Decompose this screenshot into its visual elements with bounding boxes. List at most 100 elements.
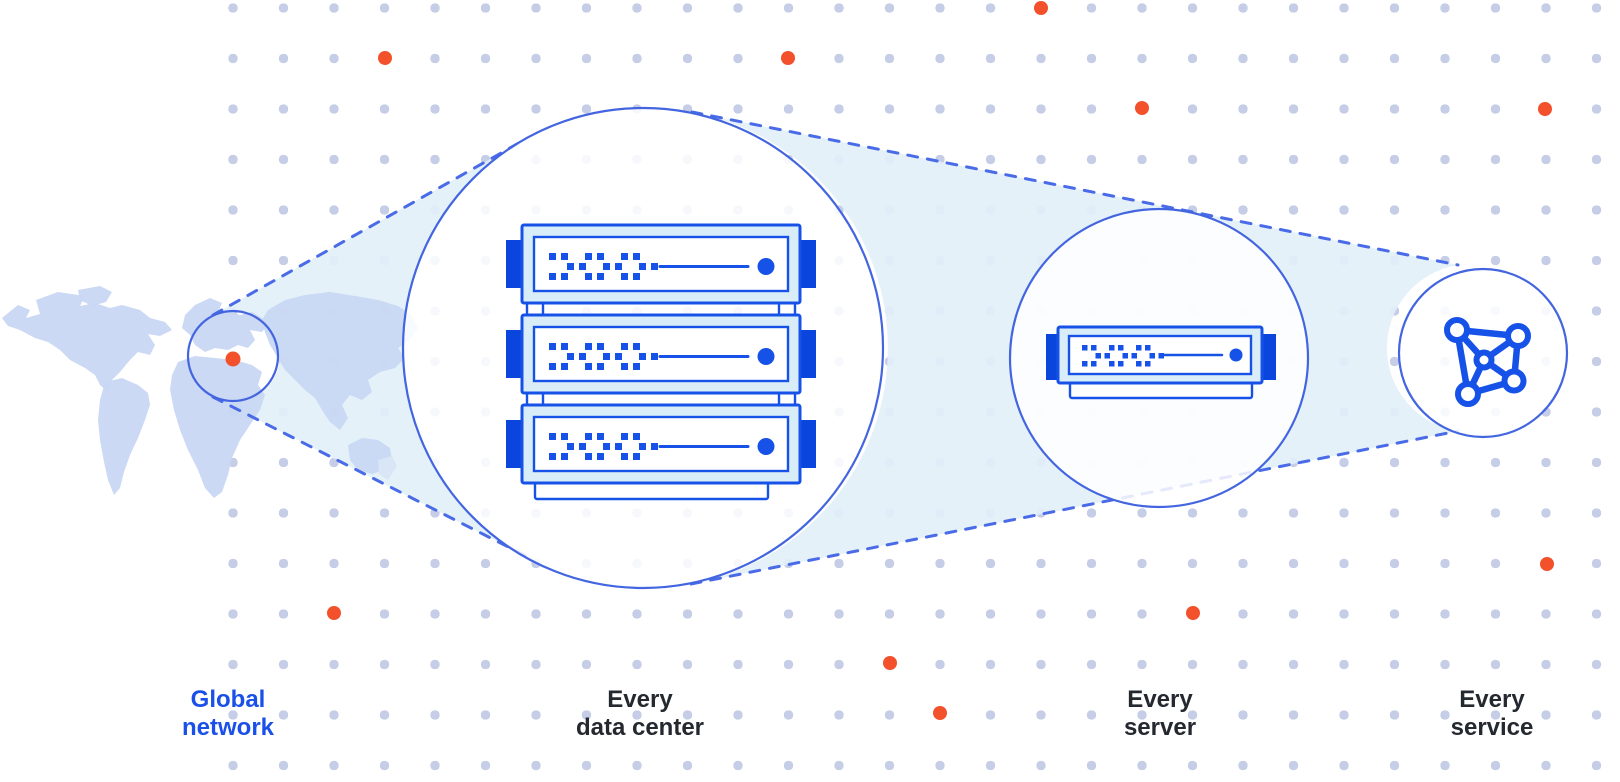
matrix-pixel <box>621 273 628 280</box>
matrix-pixel <box>567 443 574 450</box>
matrix-pixel <box>1149 353 1155 359</box>
orange-dot <box>883 656 897 670</box>
matrix-pixel <box>585 453 592 460</box>
caption-line: Every <box>1127 686 1193 713</box>
global-network-circle <box>186 309 280 403</box>
matrix-pixel <box>1091 345 1097 351</box>
matrix-pixel <box>561 273 568 280</box>
matrix-pixel <box>633 363 640 370</box>
matrix-pixel <box>633 273 640 280</box>
matrix-pixel <box>1158 353 1164 359</box>
world-map-icon <box>2 286 418 498</box>
matrix-pixel <box>561 433 568 440</box>
matrix-pixel <box>615 443 622 450</box>
orange-accent-dots <box>327 1 1554 720</box>
caption-line: Global <box>190 686 266 713</box>
matrix-pixel <box>651 443 658 450</box>
matrix-pixel <box>1095 353 1101 359</box>
server-icon <box>1046 325 1276 400</box>
matrix-pixel <box>633 453 640 460</box>
caption-line: network <box>181 714 275 741</box>
matrix-pixel <box>1109 345 1115 351</box>
matrix-pixel <box>1145 361 1151 367</box>
matrix-pixel <box>561 363 568 370</box>
matrix-pixel <box>1122 353 1128 359</box>
caption-line: Every <box>1459 686 1525 713</box>
matrix-pixel <box>567 353 574 360</box>
matrix-pixel <box>579 263 586 270</box>
matrix-pixel <box>1136 345 1142 351</box>
matrix-pixel <box>1145 345 1151 351</box>
matrix-pixel <box>597 433 604 440</box>
orange-dot <box>1186 606 1200 620</box>
matrix-pixel <box>639 443 646 450</box>
matrix-pixel <box>1109 361 1115 367</box>
location-dot-icon <box>225 351 241 367</box>
orange-dot <box>327 606 341 620</box>
orange-dot <box>781 51 795 65</box>
matrix-pixel <box>579 353 586 360</box>
matrix-pixel <box>1082 345 1088 351</box>
dashed-connector-lines <box>211 110 1460 586</box>
orange-dot <box>1034 1 1048 15</box>
matrix-pixel <box>1118 345 1124 351</box>
caption-line: service <box>1450 714 1534 741</box>
caption-every-server: Every server <box>1124 686 1196 742</box>
matrix-pixel <box>639 353 646 360</box>
matrix-pixel <box>603 263 610 270</box>
network-mesh-icon <box>1444 317 1531 407</box>
matrix-pixel <box>621 363 628 370</box>
matrix-pixel <box>561 343 568 350</box>
matrix-pixel <box>621 253 628 260</box>
matrix-pixel <box>615 263 622 270</box>
matrix-pixel <box>621 433 628 440</box>
matrix-pixel <box>549 453 556 460</box>
matrix-pixel <box>1118 361 1124 367</box>
matrix-pixel <box>597 363 604 370</box>
caption-line: Every <box>607 686 673 713</box>
matrix-pixel <box>585 343 592 350</box>
server-unit <box>506 313 816 395</box>
caption-line: data center <box>575 714 705 741</box>
matrix-pixel <box>651 263 658 270</box>
matrix-pixel <box>597 343 604 350</box>
caption-global-network: Global network <box>182 686 274 742</box>
matrix-pixel <box>597 273 604 280</box>
matrix-pixel <box>567 263 574 270</box>
matrix-pixel <box>549 363 556 370</box>
matrix-pixel <box>585 273 592 280</box>
matrix-pixel <box>615 353 622 360</box>
matrix-pixel <box>585 433 592 440</box>
matrix-pixel <box>549 433 556 440</box>
matrix-pixel <box>585 363 592 370</box>
matrix-pixel <box>1082 361 1088 367</box>
matrix-pixel <box>597 253 604 260</box>
matrix-pixel <box>561 253 568 260</box>
server-unit <box>506 403 816 485</box>
orange-dot <box>1135 101 1149 115</box>
matrix-pixel <box>621 453 628 460</box>
caption-line: server <box>1123 714 1197 741</box>
orange-dot <box>1538 102 1552 116</box>
matrix-pixel <box>621 343 628 350</box>
server-unit <box>506 223 816 305</box>
server-rack-icon <box>506 223 816 501</box>
matrix-pixel <box>579 443 586 450</box>
orange-dot <box>1540 557 1554 571</box>
matrix-pixel <box>1131 353 1137 359</box>
matrix-pixel <box>561 453 568 460</box>
matrix-pixel <box>1104 353 1110 359</box>
matrix-pixel <box>585 253 592 260</box>
matrix-pixel <box>603 443 610 450</box>
matrix-pixel <box>597 453 604 460</box>
matrix-pixel <box>1091 361 1097 367</box>
matrix-pixel <box>633 433 640 440</box>
caption-every-data-center: Every data center <box>576 686 704 742</box>
matrix-pixel <box>549 343 556 350</box>
matrix-pixel <box>633 343 640 350</box>
matrix-pixel <box>549 273 556 280</box>
caption-every-service: Every service <box>1451 686 1534 742</box>
orange-dot <box>933 706 947 720</box>
